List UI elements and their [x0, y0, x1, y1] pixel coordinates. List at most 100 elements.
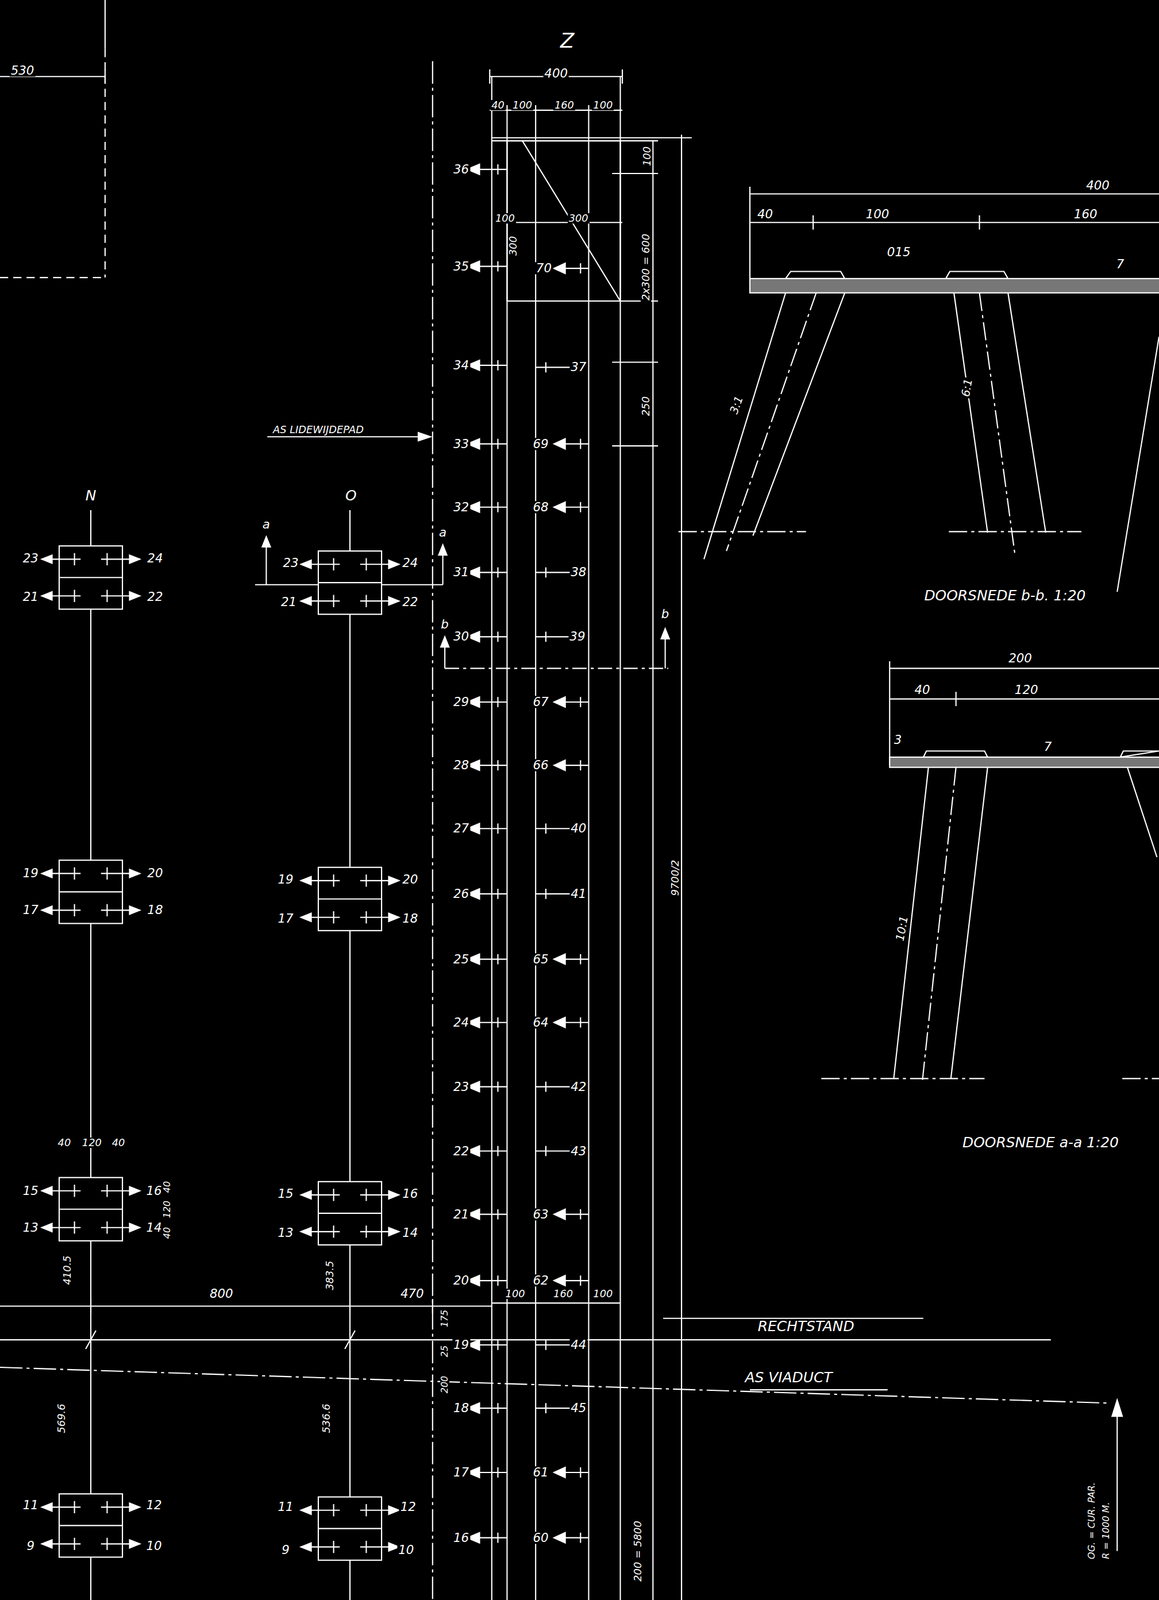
dimension-label: 300	[507, 235, 519, 257]
dimension-label: 42	[569, 1080, 588, 1093]
dimension-label: 400	[543, 67, 569, 80]
dimension-label: 100	[494, 213, 517, 224]
dimension-label: 6:1	[960, 376, 975, 399]
dimension-label: 21	[21, 590, 40, 603]
dimension-label: 24	[452, 1016, 471, 1029]
dimension-label: 400	[1084, 179, 1111, 192]
dimension-label: 11	[21, 1499, 40, 1512]
dimension-label: 2x300 = 600	[640, 232, 652, 302]
dimension-label: 21	[279, 595, 298, 608]
dimension-label: 12	[145, 1499, 164, 1512]
dimension-label: 18	[145, 904, 164, 917]
dimension-label: 17	[276, 912, 295, 925]
dimension-label: AS VIADUCT	[743, 1370, 834, 1385]
dimension-label: 70	[534, 262, 553, 275]
dimension-label: 18	[452, 1402, 471, 1415]
dimension-label: 26	[452, 887, 471, 900]
dimension-label: 24	[401, 557, 419, 570]
dimension-label: 100	[591, 1288, 614, 1300]
dimension-label: 14	[145, 1221, 164, 1234]
dimension-label: 17	[21, 904, 40, 917]
dimension-label: 15	[21, 1184, 40, 1197]
dimension-label: 19	[276, 873, 295, 886]
dimension-label: R = 1000 M.	[1101, 1500, 1111, 1561]
dimension-label: 40	[56, 1137, 73, 1149]
dimension-label: 30	[452, 630, 471, 643]
dimension-label: 69	[531, 437, 550, 450]
dimension-label: 23	[21, 552, 40, 565]
dimension-label: 40	[569, 822, 588, 835]
dimension-label: 120	[1013, 683, 1040, 696]
dimension-label: 36	[452, 163, 471, 176]
dimension-label: 300	[567, 213, 590, 224]
dimension-label: 37	[569, 361, 588, 374]
dimension-label: 9700/2	[670, 858, 681, 897]
dimension-label: 21	[452, 1208, 471, 1221]
dimension-label: 16	[452, 1531, 471, 1544]
dimension-label: 015	[886, 245, 912, 259]
dimension-label: 569.6	[56, 1402, 67, 1435]
dimension-label: 22	[401, 595, 419, 608]
dimension-label: a	[437, 526, 448, 539]
dimension-label: 40	[162, 1180, 172, 1195]
dimension-label: 29	[452, 695, 471, 708]
dimension-label: AS LIDEWIJDEPAD	[271, 424, 365, 435]
dimension-label: 200 = 5800	[632, 1519, 643, 1583]
dimension-label: 20	[145, 867, 164, 880]
dimension-label: 3:1	[728, 393, 746, 417]
dimension-label: 38	[569, 566, 588, 579]
dimension-label: 19	[452, 1338, 471, 1351]
dimension-label: 65	[531, 953, 550, 966]
dimension-label: 27	[452, 822, 471, 835]
dimension-label: 160	[552, 1288, 575, 1300]
dimension-label: 3	[892, 733, 904, 746]
dimension-label: 100	[504, 1288, 527, 1300]
dimension-label: 25	[440, 1344, 450, 1358]
dimension-label: 10	[397, 1543, 415, 1557]
dimension-label: 14	[401, 1226, 419, 1239]
dimension-label: 12	[399, 1501, 418, 1514]
dimension-label: 13	[21, 1221, 40, 1234]
dimension-label: 530	[9, 64, 36, 77]
dimension-label: 43	[569, 1145, 588, 1158]
dimension-label: 44	[569, 1338, 588, 1351]
dimension-label: 40	[162, 1225, 172, 1240]
dimension-label: 40	[490, 99, 506, 111]
dimension-label: 22	[452, 1145, 471, 1158]
dimension-label: 24	[145, 552, 164, 565]
dimension-label: 64	[531, 1016, 550, 1029]
dimension-label: a	[261, 518, 272, 531]
dimension-label: 40	[913, 683, 932, 696]
dimension-label: 33	[452, 437, 471, 450]
dimension-label: 25	[452, 953, 471, 966]
dimension-label: 34	[452, 359, 471, 372]
dimension-label: 800	[208, 1288, 235, 1301]
dimension-label: 11	[276, 1501, 295, 1514]
dimension-label: 68	[531, 501, 550, 514]
dimension-label: 120	[81, 1137, 103, 1149]
dimension-label: 175	[440, 1308, 450, 1330]
dimension-label: 41	[569, 887, 588, 900]
dimension-label: 160	[553, 99, 576, 111]
dimension-label: O	[344, 488, 358, 504]
dimension-label: 45	[569, 1402, 588, 1415]
dimension-label: 100	[641, 145, 653, 168]
dimension-label: 410.5	[62, 1254, 73, 1287]
dimension-label: 39	[568, 630, 587, 643]
dimension-label: 61	[531, 1466, 550, 1479]
dimension-label: 17	[452, 1466, 471, 1479]
dimension-label: 66	[531, 759, 550, 772]
dimension-label: 23	[281, 557, 300, 570]
dimension-label: b	[439, 618, 450, 631]
dimension-label: 470	[399, 1288, 426, 1301]
dimension-label: 100	[864, 208, 891, 221]
dimension-label: 40	[756, 208, 775, 221]
dimension-label: N	[84, 488, 98, 504]
dimension-label: 20	[452, 1274, 471, 1287]
dimension-label: 40	[110, 1137, 127, 1149]
dimension-label: 13	[276, 1226, 295, 1239]
dimension-label: 7	[1115, 258, 1126, 271]
dimension-label: 15	[276, 1187, 295, 1200]
dimension-label: 100	[591, 99, 614, 111]
